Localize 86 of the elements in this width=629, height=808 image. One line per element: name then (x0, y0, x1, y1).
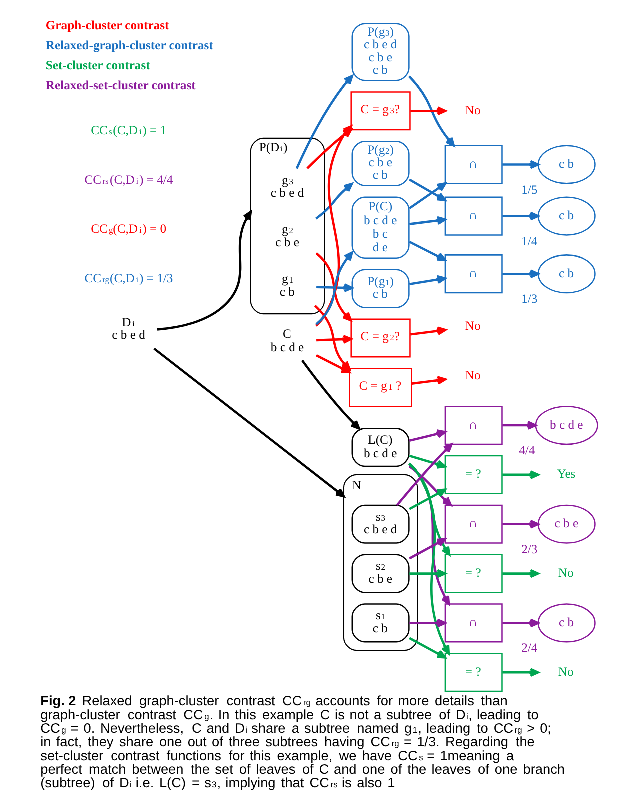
label: CCg(C,Di) = 0 (90, 222, 166, 236)
node-label: 2/4 (521, 640, 538, 655)
arrow (502, 568, 539, 578)
node-box: L(C) b c d e (351, 428, 410, 467)
node-ellipse: c b (537, 196, 596, 236)
label: CCrs(C,Di) = 4/4 (84, 172, 173, 186)
node-text: No (464, 368, 480, 382)
node-text: C b c d e (270, 326, 304, 354)
arrow (316, 283, 353, 292)
node-label: 2/3 (521, 542, 538, 556)
legend-label: Set-cluster contrast (45, 58, 150, 72)
legend-label: Relaxed-graph-cluster contrast (45, 38, 213, 52)
node-text: Di c b e d (112, 314, 145, 342)
arrow (502, 519, 539, 528)
arrow (408, 462, 450, 654)
arrow (502, 420, 536, 430)
node-label: 1/4 (521, 234, 538, 248)
legend-label: Relaxed-set-cluster contrast (45, 78, 196, 92)
node-ellipse: c b (537, 254, 596, 294)
arrow (316, 334, 352, 344)
arrow (502, 269, 539, 278)
arrow (408, 274, 446, 285)
node-box: P(g3) c b e d c b e c b (351, 22, 410, 81)
node-label: 4/4 (518, 443, 535, 458)
node-text: g2 c b e (275, 222, 299, 249)
arrow (408, 488, 446, 510)
arrow (502, 668, 539, 677)
arrow (502, 470, 539, 479)
arrow (408, 240, 446, 261)
node-box: ∩ (444, 196, 502, 236)
arrow (314, 182, 353, 220)
arrow (408, 454, 446, 468)
node-box: C = g3? (350, 91, 410, 130)
arrow (408, 216, 446, 225)
arrow (408, 429, 446, 442)
node-text: No (558, 566, 574, 580)
node-box: s3 c b e d (351, 504, 410, 544)
arrow (410, 326, 446, 336)
arrow (408, 75, 455, 146)
node-box: = ? (444, 652, 502, 692)
arrow (408, 636, 446, 658)
node-box: C = g2? (350, 318, 410, 358)
legend-label: Graph-cluster contrast (45, 18, 169, 32)
node-text: No (464, 318, 480, 332)
label: CCs(C,Di) = 1 (90, 122, 166, 137)
arrow (396, 442, 452, 506)
arrow (153, 347, 345, 498)
arrow (502, 618, 539, 628)
node-text: No (464, 102, 480, 117)
node-ellipse: c b (537, 144, 596, 184)
caption: Fig. 2 Relaxed graph-cluster contrast CCrg accounts for more details than graph-cluster contrast CCg. In this example C is not a subtree of Di, leading to CCg = 0. Nevertheless, C and Di share a subtree named g1, leading to CCrg > 0; in fact, they share one out of three subtrees having CCrg = 1/3. Regarding the set-cluster contrast functions for this example, we have CCs = 1meaning a perfect match between the set of leaves of C and one of the leaves of one branch (subtree) of Di i.e. L(C) = s3, implying that CCrs is also 1 (40, 693, 565, 790)
arrow (156, 210, 252, 330)
arrow (408, 182, 446, 210)
node-box: ∩ (444, 603, 502, 642)
node-box: ∩ (444, 405, 502, 445)
arrow (411, 376, 446, 384)
node-label: 1/5 (521, 182, 538, 196)
node-box: C = g1 ? (348, 368, 412, 407)
node-box: s2 c b e (351, 554, 410, 593)
arrow (408, 462, 450, 556)
arrow (408, 178, 446, 201)
arrow (408, 465, 452, 506)
arrow (502, 160, 539, 169)
node-label: 1/3 (521, 292, 538, 306)
node-box: ∩ (444, 504, 502, 544)
arrow (410, 106, 446, 116)
node-box: = ? (444, 554, 502, 593)
node-box: ∩ (444, 254, 502, 294)
node-ellipse: b c d e (534, 405, 598, 445)
arrow (408, 538, 446, 560)
node-text: No (558, 664, 574, 678)
label: CCrg(C,Di) = 1/3 (84, 271, 173, 286)
node-ellipse: c b (537, 603, 596, 642)
node-ellipse: c b e (537, 504, 596, 544)
node-text: Yes (556, 466, 576, 481)
node-box: P(g1) c b (351, 268, 410, 308)
arrow (502, 211, 539, 220)
node-text: g1 c b (279, 272, 294, 298)
node-box: s1 c b (351, 603, 410, 642)
arrow (409, 618, 446, 628)
node-box: ∩ (444, 144, 502, 184)
node-box: = ? (444, 454, 502, 494)
node-text: g3 c b e d (270, 172, 304, 200)
arrow (409, 568, 446, 578)
node-box: P(C) b c d e b c d e (351, 196, 410, 258)
node-box: P(g2) c b e c b (351, 140, 410, 186)
